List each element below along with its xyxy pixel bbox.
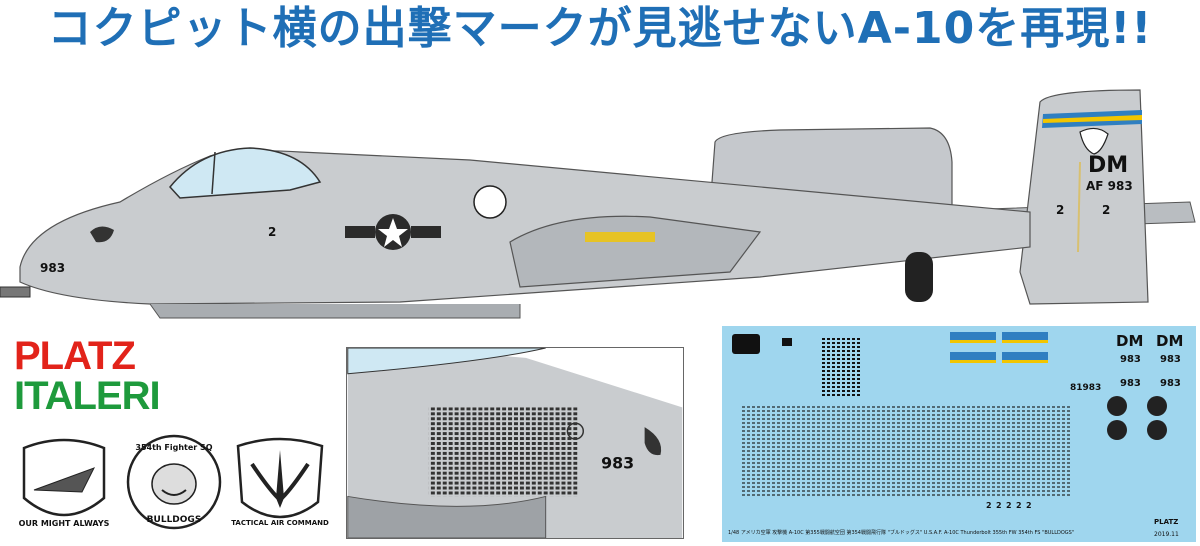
gun-barrel xyxy=(0,286,31,298)
mission-mark-grid xyxy=(428,407,578,497)
wing-emblem-caption: OUR MIGHT ALWAYS xyxy=(19,519,110,528)
decal-digit-3: 2 xyxy=(1006,501,1012,510)
wing-emblem: OUR MIGHT ALWAYS xyxy=(12,428,116,536)
decal-sheet-id: 2019.11 xyxy=(1154,531,1179,538)
tail-emblem xyxy=(1079,127,1109,155)
brand-italeri: ITALERI xyxy=(14,374,161,418)
closeup-nose-number: 983 xyxy=(601,454,634,473)
decal-markings-grid xyxy=(742,406,1072,496)
wing xyxy=(509,215,762,288)
decal-serial-2: 983 xyxy=(1160,354,1181,365)
squadron-emblem-bottom: BULLDOGS xyxy=(147,515,202,525)
decal-serial-long: 81983 xyxy=(1070,383,1101,393)
brand-logo: PLATZ ITALERI xyxy=(14,336,164,416)
tail-digit-right: 2 xyxy=(1102,203,1110,217)
nose-number: 983 xyxy=(40,261,65,275)
tail-code: DM xyxy=(1088,153,1128,178)
decal-serial-3: 983 xyxy=(1120,378,1141,389)
headline: コクピット横の出撃マークが見逃せないA-10を再現!! xyxy=(47,3,1153,54)
decal-tail-code-2: DM xyxy=(1156,332,1183,350)
decal-sheet: DM DM 983 983 983 983 81983 2 2 2 2 2 1/… xyxy=(722,326,1196,542)
squadron-emblem: 354th Fighter SQ BULLDOGS xyxy=(122,428,226,536)
tail-fin xyxy=(1019,89,1149,305)
decal-digit-4: 2 xyxy=(1016,501,1022,510)
decal-digit-1: 2 xyxy=(986,501,992,510)
tail-serial: AF 983 xyxy=(1086,179,1133,193)
squadron-emblem-top: 354th Fighter SQ xyxy=(135,443,212,452)
decal-serial-1: 983 xyxy=(1120,354,1141,365)
fuselage-squadron-badge xyxy=(473,185,507,219)
decal-digit-2: 2 xyxy=(996,501,1002,510)
command-emblem-caption: TACTICAL AIR COMMAND xyxy=(231,519,329,527)
canopy xyxy=(169,147,322,199)
tail-digit-left: 2 xyxy=(1056,203,1064,217)
cockpit-closeup: 983 xyxy=(346,347,684,539)
decal-tail-code-1: DM xyxy=(1116,332,1143,350)
aircraft-side-profile: DM AF 983 2 2 983 2 xyxy=(0,72,1200,332)
decal-serial-4: 983 xyxy=(1160,378,1181,389)
decal-stripes xyxy=(950,332,1048,363)
command-emblem: TACTICAL AIR COMMAND xyxy=(228,428,332,536)
aircraft-profile-drawing: DM AF 983 2 2 983 2 xyxy=(0,89,1196,319)
decal-digit-5: 2 xyxy=(1026,501,1032,510)
decal-star-insignia xyxy=(1107,396,1167,440)
nose-art xyxy=(90,226,114,243)
cockpit-digit: 2 xyxy=(268,225,276,239)
main-landing-gear xyxy=(905,252,933,302)
decal-footer: 1/48 アメリカ空軍 攻撃機 A-10C 第355戦闘航空団 第354戦闘飛行… xyxy=(728,529,1074,536)
brand-platz: PLATZ xyxy=(14,334,136,378)
decal-maker: PLATZ xyxy=(1154,518,1178,526)
